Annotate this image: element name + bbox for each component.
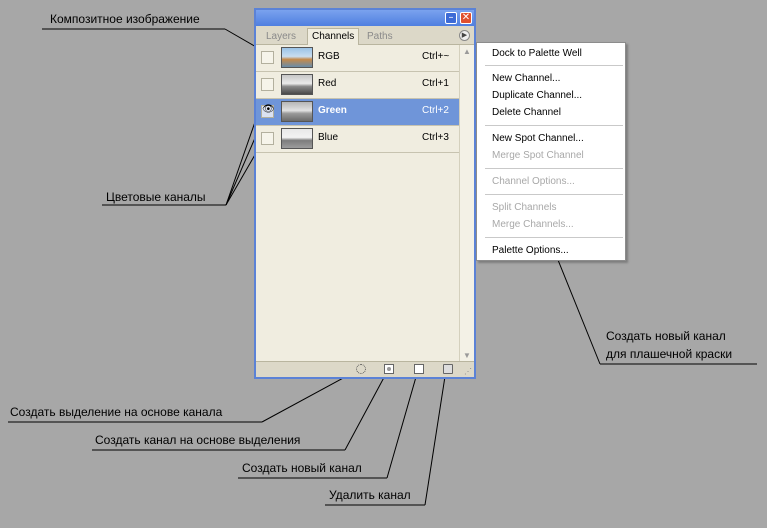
callout-save-selection: Создать канал на основе выделения: [95, 433, 301, 447]
channel-thumbnail: [281, 128, 313, 149]
menu-item-merge-channels: Merge Channels...: [492, 219, 574, 230]
palette-tabs: Layers Channels Paths ▶: [256, 26, 474, 45]
visibility-toggle[interactable]: [261, 132, 274, 145]
callout-delete-channel: Удалить канал: [329, 488, 411, 502]
save-selection-as-channel-icon[interactable]: [384, 364, 394, 374]
channel-row-rgb[interactable]: RGB Ctrl+~: [256, 45, 460, 72]
channel-shortcut: Ctrl+2: [422, 105, 449, 116]
menu-separator: [485, 65, 623, 66]
menu-item-new-channel[interactable]: New Channel...: [492, 73, 561, 84]
vertical-scrollbar[interactable]: ▲ ▼: [459, 45, 474, 363]
callout-color-channels: Цветовые каналы: [106, 190, 206, 204]
channels-palette: – ✕ Layers Channels Paths ▶ RGB Ctrl+~ R…: [254, 8, 476, 379]
menu-item-channel-options: Channel Options...: [492, 176, 575, 187]
channel-row-blue[interactable]: Blue Ctrl+3: [256, 126, 460, 153]
tab-paths[interactable]: Paths: [367, 31, 393, 42]
visibility-toggle[interactable]: [261, 78, 274, 91]
channel-thumbnail: [281, 47, 313, 68]
channel-name: Red: [318, 78, 337, 89]
palette-titlebar[interactable]: – ✕: [256, 10, 474, 26]
channel-row-green[interactable]: 👁 Green Ctrl+2: [256, 99, 460, 126]
channel-name: RGB: [318, 51, 340, 62]
menu-separator: [485, 125, 623, 126]
channel-row-red[interactable]: Red Ctrl+1: [256, 72, 460, 99]
new-channel-icon[interactable]: [414, 364, 424, 374]
callout-composite-image: Композитное изображение: [50, 12, 200, 26]
channel-shortcut: Ctrl+~: [422, 51, 450, 62]
channel-shortcut: Ctrl+1: [422, 78, 449, 89]
menu-separator: [485, 194, 623, 195]
menu-item-merge-spot-channel: Merge Spot Channel: [492, 150, 584, 161]
visibility-toggle[interactable]: [261, 51, 274, 64]
resize-grip-icon[interactable]: ⋰: [464, 367, 472, 376]
callout-spot-channel-line2: для плашечной краски: [606, 347, 733, 361]
scroll-up-icon[interactable]: ▲: [463, 47, 471, 56]
visibility-toggle[interactable]: 👁: [261, 104, 275, 118]
callout-load-selection: Создать выделение на основе канала: [10, 405, 223, 419]
minimize-icon[interactable]: –: [445, 12, 457, 24]
menu-item-dock-to-palette-well[interactable]: Dock to Palette Well: [492, 48, 582, 59]
palette-bottom-bar: ⋰: [256, 361, 474, 377]
channel-shortcut: Ctrl+3: [422, 132, 449, 143]
menu-item-split-channels: Split Channels: [492, 202, 557, 213]
trash-icon[interactable]: [443, 364, 453, 374]
channel-thumbnail: [281, 101, 313, 122]
eye-icon: 👁: [262, 104, 275, 115]
callout-spot-channel-line1: Создать новый канал: [606, 329, 726, 343]
tab-layers[interactable]: Layers: [266, 31, 297, 42]
tab-channels[interactable]: Channels: [307, 28, 360, 45]
channel-list: RGB Ctrl+~ Red Ctrl+1 👁 Green Ctrl+2 Blu…: [256, 45, 460, 153]
channel-name: Blue: [318, 132, 339, 143]
load-channel-as-selection-icon[interactable]: [356, 364, 366, 374]
channel-thumbnail: [281, 74, 313, 95]
menu-item-delete-channel[interactable]: Delete Channel: [492, 107, 561, 118]
callout-new-channel: Создать новый канал: [242, 461, 362, 475]
close-icon[interactable]: ✕: [460, 12, 472, 24]
scroll-down-icon[interactable]: ▼: [463, 351, 471, 360]
palette-menu-arrow-icon[interactable]: ▶: [459, 30, 470, 41]
menu-item-duplicate-channel[interactable]: Duplicate Channel...: [492, 90, 583, 101]
palette-flyout-menu: Dock to Palette Well New Channel... Dupl…: [476, 42, 626, 261]
menu-separator: [485, 237, 623, 238]
menu-item-palette-options[interactable]: Palette Options...: [492, 245, 569, 256]
channel-name: Green: [318, 105, 347, 116]
menu-separator: [485, 168, 623, 169]
menu-item-new-spot-channel[interactable]: New Spot Channel...: [492, 133, 584, 144]
